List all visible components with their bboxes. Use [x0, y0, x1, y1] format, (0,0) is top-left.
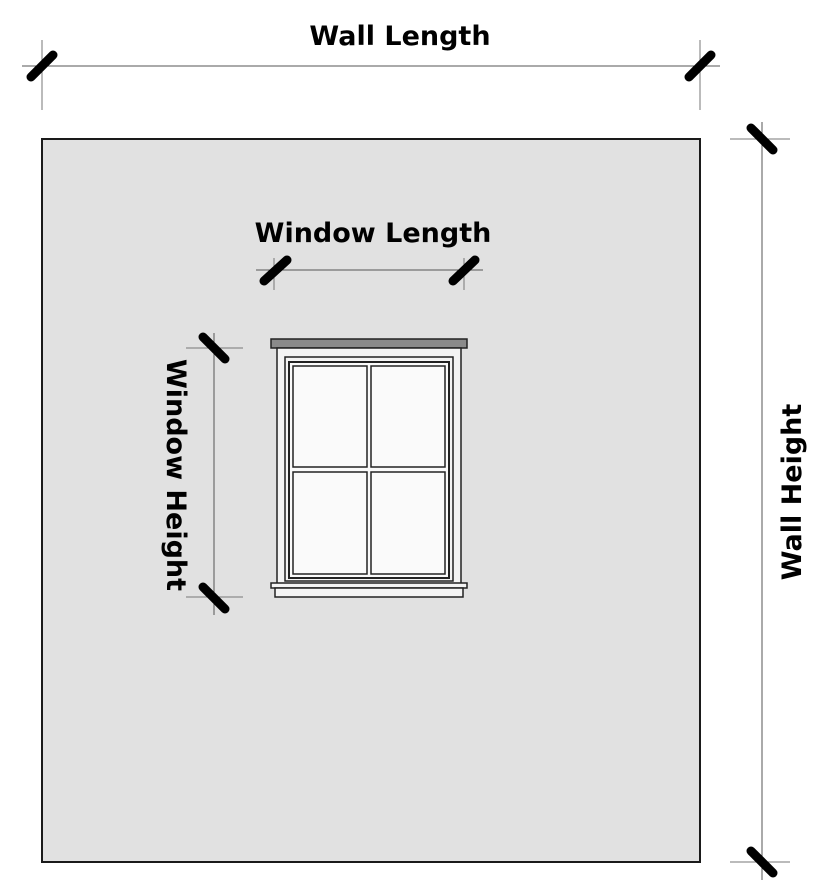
window-head [270, 338, 468, 349]
window-height-label: Window Height [160, 359, 191, 591]
window-length-tick-left [259, 255, 292, 286]
wall-length-dimension: Wall Length [22, 21, 720, 110]
window-pane-bottom-left [292, 471, 368, 575]
window-apron [274, 587, 464, 598]
wall-length-tick-right [684, 50, 716, 82]
window-height-tick-top [198, 332, 230, 364]
window-pane-bottom-right [370, 471, 446, 575]
window-length-dimension: Window Length [255, 218, 492, 290]
wall-height-label: Wall Height [777, 404, 808, 581]
wall-height-tick-top [746, 123, 778, 155]
window-pane-top-left [292, 365, 368, 468]
window-height-dimension: Window Height [160, 332, 243, 615]
window-height-tick-bottom [198, 582, 230, 614]
window [270, 338, 468, 598]
window-length-tick-right [448, 255, 480, 286]
wall-length-label: Wall Length [309, 21, 490, 52]
wall-length-tick-left [26, 50, 58, 82]
wall-height-dimension: Wall Height [730, 122, 808, 880]
window-pane-top-right [370, 365, 446, 468]
window-length-label: Window Length [255, 218, 492, 249]
wall-height-tick-bottom [746, 846, 778, 878]
